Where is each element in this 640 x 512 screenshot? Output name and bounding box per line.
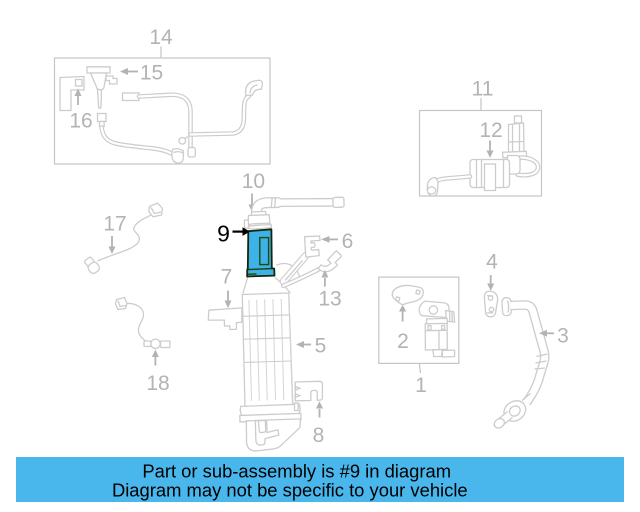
svg-text:5: 5: [315, 334, 327, 357]
svg-text:18: 18: [146, 372, 169, 395]
svg-text:15: 15: [140, 61, 163, 84]
svg-text:2: 2: [397, 330, 409, 353]
svg-text:3: 3: [557, 324, 569, 347]
svg-text:6: 6: [342, 230, 354, 253]
svg-text:10: 10: [242, 170, 265, 193]
svg-text:Part or sub-assembly is #9 in: Part or sub-assembly is #9 in diagram: [142, 460, 451, 481]
svg-text:Diagram may not be specific to: Diagram may not be specific to your vehi…: [112, 479, 468, 500]
svg-text:4: 4: [486, 251, 498, 274]
svg-text:13: 13: [318, 288, 341, 311]
svg-text:8: 8: [313, 424, 325, 447]
svg-text:9: 9: [217, 221, 230, 247]
svg-text:16: 16: [69, 109, 92, 132]
svg-text:14: 14: [149, 26, 173, 49]
svg-text:7: 7: [221, 266, 233, 289]
svg-text:12: 12: [479, 119, 502, 142]
svg-text:17: 17: [103, 212, 126, 235]
svg-text:11: 11: [472, 78, 494, 101]
svg-text:1: 1: [415, 374, 427, 397]
